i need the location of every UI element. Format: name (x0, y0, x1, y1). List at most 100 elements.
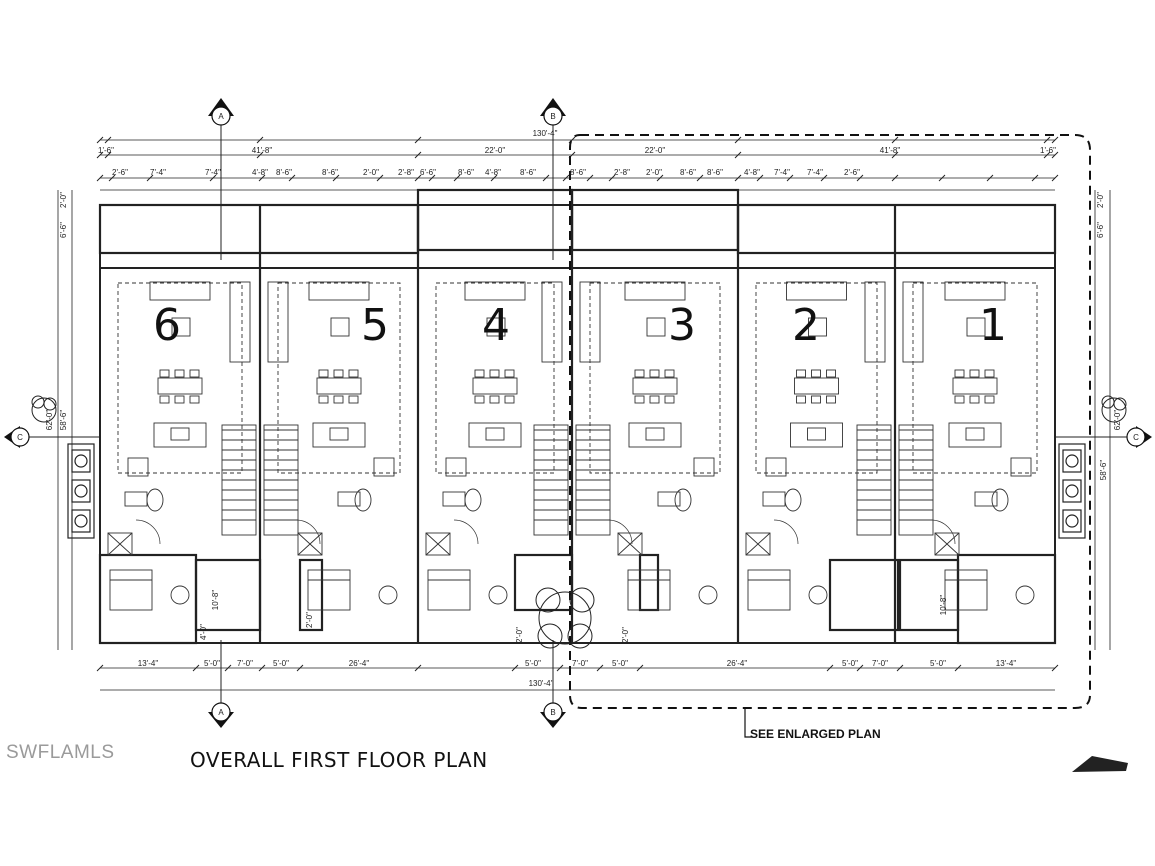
section-label: A (218, 708, 224, 717)
tick-mark (209, 174, 217, 182)
dining-chair (649, 395, 660, 404)
tick-mark (224, 664, 232, 672)
small-dimension: 10'-8" (211, 590, 220, 611)
dining-chair (318, 369, 329, 378)
section-marker-b-top: B (540, 98, 566, 260)
tick-mark (1051, 664, 1059, 672)
entry-stoop (194, 558, 262, 632)
scale-bar (1072, 756, 1128, 772)
bottom-dimension: 26'-4" (727, 659, 748, 668)
tick-mark (376, 174, 384, 182)
kitchen-sink (485, 427, 505, 441)
shower-x (107, 532, 133, 556)
small-dimension: 4'-0" (199, 624, 208, 640)
top-dimension: 2'-6" (844, 168, 860, 177)
kitchen-island (153, 422, 207, 448)
dining-chair (348, 369, 359, 378)
dining-chair (969, 395, 980, 404)
living-area-outline (589, 282, 721, 474)
tick-mark (562, 174, 570, 182)
tick-mark (453, 174, 461, 182)
dining-chair (796, 395, 806, 404)
bottom-dimension: 7'-0" (572, 659, 588, 668)
range (1010, 457, 1032, 477)
tick-mark (108, 174, 116, 182)
dining-chair (159, 369, 170, 378)
armchair (488, 585, 508, 605)
shower-x (745, 532, 771, 556)
tick-mark (856, 664, 864, 672)
tick-mark (826, 664, 834, 672)
toilet (464, 488, 482, 512)
tick-mark (414, 664, 422, 672)
tick-mark (696, 174, 704, 182)
dining-table (316, 377, 362, 395)
sofa (624, 281, 686, 301)
kitchen-sink (807, 427, 826, 441)
kitchen-sink (645, 427, 665, 441)
dining-chair (811, 395, 821, 404)
top-dimension: 22'-0" (485, 146, 506, 155)
sofa (944, 281, 1006, 301)
top-dimension: 8'-6" (520, 168, 536, 177)
bed (627, 569, 671, 611)
living-area-outline (117, 282, 243, 474)
tick-mark (414, 174, 422, 182)
sofa-chaise (902, 281, 924, 363)
side-table (646, 317, 666, 337)
tick-mark (258, 174, 266, 182)
entry-stoop (828, 558, 900, 632)
section-marker-a-bottom: A (208, 640, 234, 728)
toilet (146, 488, 164, 512)
dining-table (157, 377, 203, 395)
shower (745, 532, 771, 556)
side-table (330, 317, 350, 337)
bottom-dimension: 7'-0" (872, 659, 888, 668)
section-label: C (1133, 433, 1139, 442)
dining-table (952, 377, 998, 395)
dining-table (472, 377, 518, 395)
right-dimension: 62'-0" (1113, 410, 1122, 431)
bed (307, 569, 351, 611)
range (693, 457, 715, 477)
range (373, 457, 395, 477)
door-swing (930, 519, 956, 545)
top-dimension: 8'-6" (458, 168, 474, 177)
dining-chair (318, 395, 329, 404)
tick-mark (896, 664, 904, 672)
kitchen-island (948, 422, 1002, 448)
entry-stoop (513, 553, 574, 612)
top-dimension: 1'-6" (1040, 146, 1056, 155)
top-dimension: 7'-4" (774, 168, 790, 177)
dining-chair (174, 369, 185, 378)
dining-chair (969, 369, 980, 378)
dining-chair (796, 369, 806, 378)
dining-chair (159, 395, 170, 404)
dining-chair (474, 369, 485, 378)
side-table (486, 317, 506, 337)
bottom-dimension: 5'-0" (842, 659, 858, 668)
living-area-outline (435, 282, 555, 474)
small-dimension: 10'-8" (939, 595, 948, 616)
overall-bottom-dimension: 130'-4" (529, 679, 554, 688)
sofa-chaise (229, 281, 251, 363)
unit-walls (98, 188, 1057, 645)
tick-mark (891, 174, 899, 182)
living-area-outline (277, 282, 401, 474)
small-dimension: 2'-0" (305, 612, 314, 628)
tick-mark (96, 664, 104, 672)
dining-chair (649, 369, 660, 378)
top-dimension: 7'-4" (807, 168, 823, 177)
right-dimension: 2'-0" (1096, 192, 1105, 208)
tick-mark (938, 174, 946, 182)
unit-number-6: 6 (153, 300, 181, 351)
dining-chair (664, 369, 675, 378)
armchair (698, 585, 718, 605)
tick-mark (954, 664, 962, 672)
tick-mark (1051, 136, 1059, 144)
door-swing (773, 519, 799, 545)
top-dimension: 6'-6" (420, 168, 436, 177)
kitchen-island (312, 422, 366, 448)
section-label: B (550, 708, 555, 717)
